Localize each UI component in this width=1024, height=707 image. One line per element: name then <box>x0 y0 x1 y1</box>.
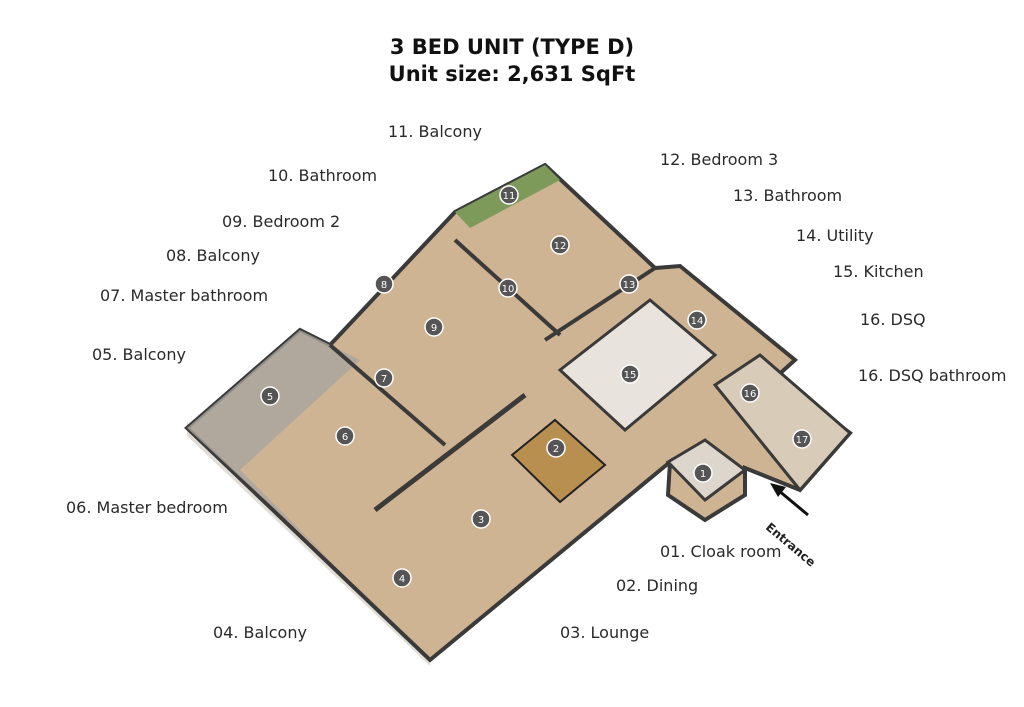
room-marker-10: 10 <box>498 278 518 298</box>
room-marker-17: 17 <box>792 429 812 449</box>
marker-number: 16 <box>744 389 757 400</box>
marker-circle <box>693 463 713 483</box>
label-09-bedroom-2: 09. Bedroom 2 <box>222 212 341 231</box>
kitchen-area <box>557 298 718 432</box>
entrance-arrow-head <box>770 483 786 497</box>
marker-number: 3 <box>478 515 484 526</box>
marker-circle <box>498 278 518 298</box>
room-marker-14: 14 <box>687 310 707 330</box>
marker-number: 14 <box>691 316 704 327</box>
marker-circle <box>471 509 491 529</box>
label-13-bathroom: 13. Bathroom <box>733 186 843 205</box>
marker-circle <box>335 426 355 446</box>
marker-number: 2 <box>553 444 559 455</box>
room-marker-15: 15 <box>620 364 640 384</box>
marker-number: 17 <box>796 435 809 446</box>
wall-line <box>328 343 447 447</box>
room-marker-5: 5 <box>260 386 280 406</box>
entrance-arrow <box>777 488 809 517</box>
room-marker-12: 12 <box>550 235 570 255</box>
label-01-cloak-room: 01. Cloak room <box>660 542 782 561</box>
label-06-master-bedroom: 06. Master bedroom <box>66 498 228 517</box>
label-16-dsq-bathroom: 16. DSQ bathroom <box>858 366 1007 385</box>
marker-circle <box>619 274 639 294</box>
room-marker-6: 6 <box>335 426 355 446</box>
marker-circle <box>550 235 570 255</box>
dining-rug <box>510 418 607 504</box>
room-marker-11: 11 <box>499 185 519 205</box>
label-08-balcony: 08. Balcony <box>166 246 260 265</box>
room-marker-9: 9 <box>424 317 444 337</box>
label-11-balcony: 11. Balcony <box>388 122 482 141</box>
label-14-utility: 14. Utility <box>796 226 874 245</box>
marker-number: 1 <box>700 469 706 480</box>
marker-number: 13 <box>623 280 636 291</box>
room-marker-3: 3 <box>471 509 491 529</box>
label-03-lounge: 03. Lounge <box>560 623 650 642</box>
room-marker-2: 2 <box>546 438 566 458</box>
marker-number: 9 <box>431 323 437 334</box>
unit-size: Unit size: 2,631 SqFt <box>388 62 636 86</box>
balcony-04-area <box>187 330 430 660</box>
marker-circle <box>687 310 707 330</box>
marker-number: 6 <box>342 432 348 443</box>
room-marker-7: 7 <box>374 368 394 388</box>
marker-circle <box>374 368 394 388</box>
room-marker-16: 16 <box>740 383 760 403</box>
marker-number: 15 <box>624 370 637 381</box>
marker-circle <box>792 429 812 449</box>
marker-circle <box>260 386 280 406</box>
marker-circle <box>740 383 760 403</box>
wall-line <box>373 393 527 512</box>
plan-title: 3 BED UNIT (TYPE D) <box>389 35 635 59</box>
label-16-dsq: 16. DSQ <box>860 310 926 329</box>
marker-circle <box>499 185 519 205</box>
marker-circle <box>424 317 444 337</box>
label-10-bathroom: 10. Bathroom <box>268 166 378 185</box>
label-07-master-bathroom: 07. Master bathroom <box>100 286 269 305</box>
marker-number: 4 <box>399 574 405 585</box>
room-marker-13: 13 <box>619 274 639 294</box>
room-marker-1: 1 <box>693 463 713 483</box>
label-15-kitchen: 15. Kitchen <box>833 262 924 281</box>
room-marker-8: 8 <box>374 274 394 294</box>
room-marker-4: 4 <box>392 568 412 588</box>
marker-number: 5 <box>267 392 273 403</box>
label-02-dining: 02. Dining <box>616 576 699 595</box>
marker-circle <box>392 568 412 588</box>
label-05-balcony: 05. Balcony <box>92 345 186 364</box>
marker-circle <box>620 364 640 384</box>
marker-number: 8 <box>381 280 387 291</box>
marker-number: 12 <box>554 241 567 252</box>
marker-circle <box>546 438 566 458</box>
marker-circle <box>374 274 394 294</box>
marker-number: 11 <box>503 191 516 202</box>
label-04-balcony: 04. Balcony <box>213 623 307 642</box>
marker-number: 7 <box>381 374 387 385</box>
label-12-bedroom-3: 12. Bedroom 3 <box>660 150 779 169</box>
marker-number: 10 <box>502 284 515 295</box>
